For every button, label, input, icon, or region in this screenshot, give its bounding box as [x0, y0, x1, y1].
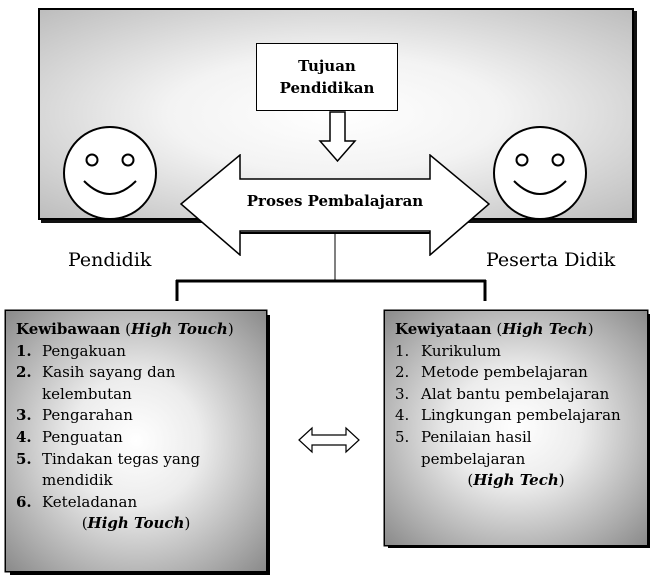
smiley-face-icon-right: [493, 126, 587, 220]
list-item: 3.Pengarahan: [16, 406, 133, 425]
goal-line-2: Pendidikan: [279, 79, 375, 97]
goal-line-1: Tujuan: [298, 57, 356, 75]
list-item: 4.Penguatan: [16, 427, 123, 446]
teacher-label: Pendidik: [68, 249, 152, 271]
process-label: Proses Pembalajaran: [246, 192, 424, 210]
teaching-footer: (High Tech): [467, 471, 565, 490]
student-label: Peserta Didik: [486, 249, 616, 271]
list-item: 2.Metode pembelajaran: [395, 363, 588, 382]
process-double-arrow-icon: [180, 154, 490, 256]
teaching-panel: Kewiyataan (High Tech) 1.Kurikulum 2.Met…: [385, 311, 647, 545]
authority-title: Kewibawaan (High Touch): [16, 320, 234, 338]
teaching-title: Kewiyataan (High Tech): [395, 320, 594, 338]
list-item: 4.Lingkungan pembelajaran: [395, 406, 621, 425]
list-item: 3.Alat bantu pembelajaran: [395, 384, 610, 403]
list-item: 1.Kurikulum: [395, 341, 501, 360]
down-arrow-icon: [318, 111, 357, 163]
two-way-arrow-icon: [298, 426, 360, 454]
authority-footer: (High Touch): [81, 514, 191, 533]
list-item: 1.Pengakuan: [16, 341, 126, 360]
smiley-face-icon-left: [63, 126, 157, 220]
list-item: 6.Keteladanan: [16, 492, 138, 511]
authority-panel: Kewibawaan (High Touch) 1.Pengakuan 2.Ka…: [6, 311, 266, 571]
teaching-list: 1.Kurikulum 2.Metode pembelajaran 3.Alat…: [395, 341, 637, 471]
goal-box: Tujuan Pendidikan: [256, 43, 398, 111]
